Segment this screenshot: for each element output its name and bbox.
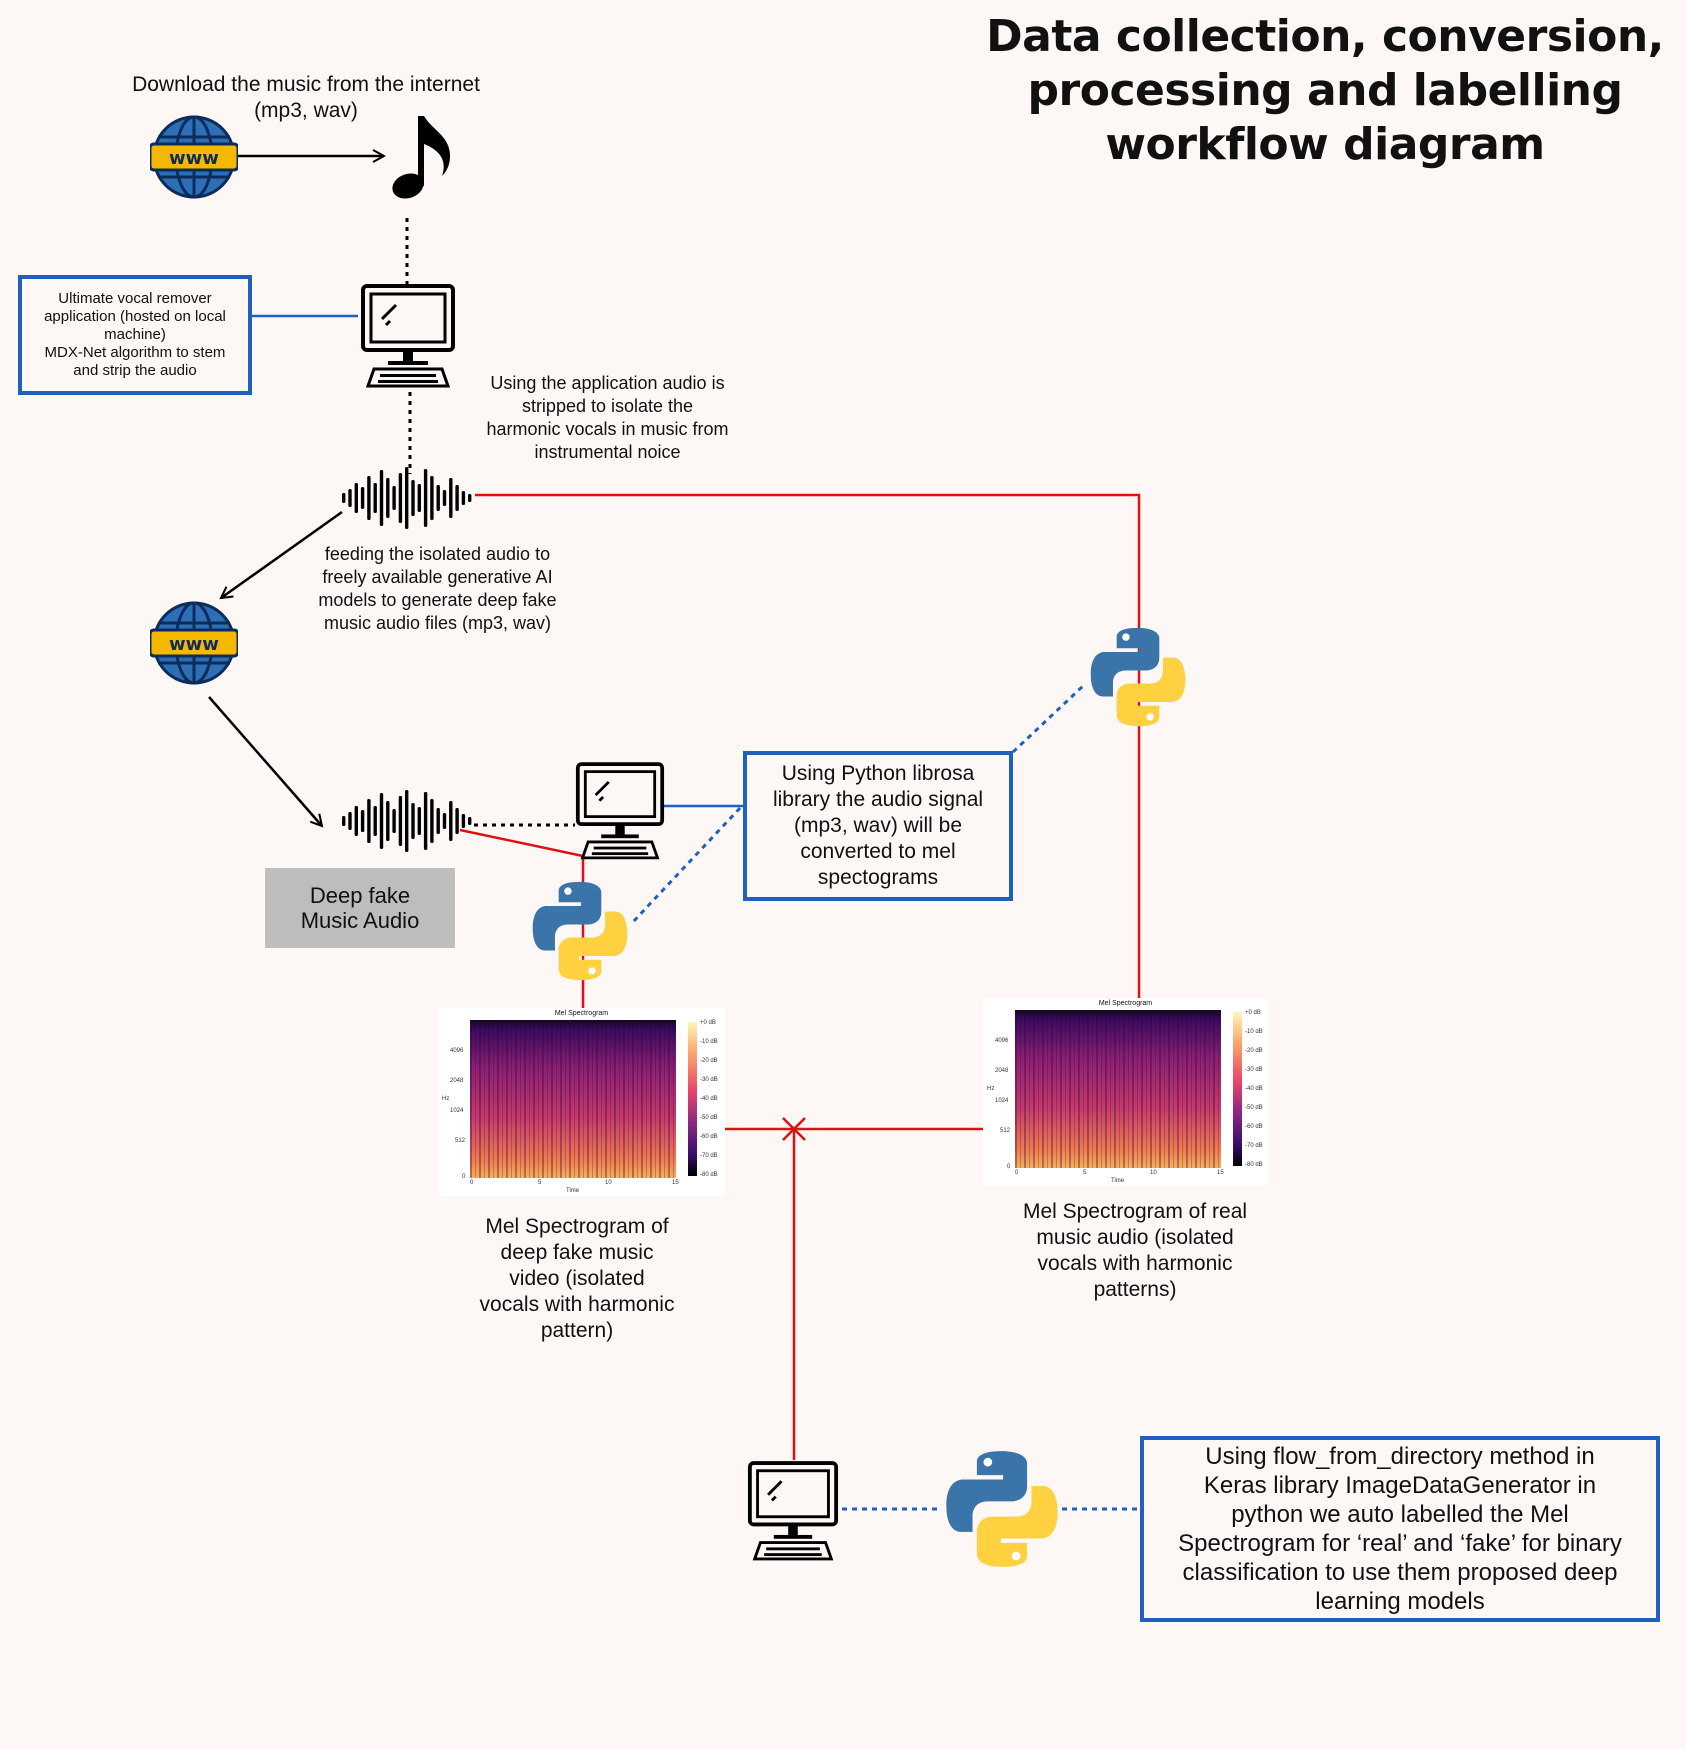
y-tick: 4096 [450, 1048, 464, 1054]
python-logo-icon [532, 881, 628, 981]
computer-icon [361, 284, 455, 388]
feeding-label: feeding the isolated audio to freely ava… [318, 544, 557, 633]
download-label: Download the music from the internet (mp… [132, 73, 480, 122]
y-tick: 0 [1007, 1164, 1011, 1170]
audio-waveform-icon [342, 790, 472, 852]
computer-icon [747, 1461, 839, 1561]
colorbar-tick: -60 dB [700, 1134, 718, 1140]
x-tick: 10 [605, 1180, 612, 1186]
python-logo-icon [1090, 627, 1186, 727]
x-axis-label: Time [1111, 1178, 1125, 1184]
fake-spectrogram-caption: Mel Spectrogram of deep fake music video… [479, 1215, 675, 1342]
colorbar-tick: -70 dB [700, 1153, 718, 1159]
colorbar-tick: -70 dB [1245, 1143, 1263, 1149]
x-tick: 15 [1217, 1170, 1224, 1176]
colorbar-tick: -50 dB [700, 1115, 718, 1121]
python-logo-icon [946, 1451, 1058, 1567]
strip-audio-label: Using the application audio is stripped … [486, 373, 729, 462]
y-axis-label: Hz [987, 1086, 995, 1092]
spectrogram-title: Mel Spectrogram [1098, 1000, 1153, 1007]
colorbar-tick: -10 dB [1245, 1029, 1263, 1035]
computer-icon [575, 762, 665, 860]
colorbar-tick: +0 dB [1245, 1010, 1261, 1016]
x-tick: 10 [1150, 1170, 1157, 1176]
colorbar-tick: -60 dB [1245, 1124, 1263, 1130]
x-tick: 0 [1015, 1170, 1019, 1176]
colorbar-tick: -40 dB [1245, 1086, 1263, 1092]
colorbar-tick: -80 dB [1245, 1162, 1263, 1168]
colorbar-tick: -80 dB [700, 1172, 718, 1178]
colorbar-tick: -20 dB [700, 1058, 718, 1064]
music-note-icon [392, 116, 450, 199]
y-tick: 512 [455, 1138, 466, 1144]
colorbar-tick: -30 dB [1245, 1067, 1263, 1073]
x-tick: 5 [538, 1180, 542, 1186]
deepfake-audio-label: Deep fake Music Audio [265, 868, 455, 948]
colorbar-tick: -20 dB [1245, 1048, 1263, 1054]
x-tick: 5 [1083, 1170, 1087, 1176]
colorbar-tick: -50 dB [1245, 1105, 1263, 1111]
page-title: Data collection, conversion, processing … [986, 11, 1664, 170]
x-tick: 0 [470, 1180, 474, 1186]
y-tick: 2048 [450, 1078, 464, 1084]
y-tick: 4096 [995, 1038, 1009, 1044]
colorbar-tick: -40 dB [700, 1096, 718, 1102]
y-tick: 0 [462, 1174, 466, 1180]
y-tick: 512 [1000, 1128, 1011, 1134]
keras-labelling-box: Using flow_from_directory method in Kera… [1140, 1436, 1660, 1622]
spectrogram-title: Mel Spectrogram [554, 1010, 609, 1017]
audio-waveform-icon [342, 467, 472, 529]
colorbar-tick: -10 dB [700, 1039, 718, 1045]
globe-icon: www [150, 115, 238, 199]
svg-text:www: www [169, 148, 219, 169]
globe-icon: www [150, 601, 238, 685]
real-spectrogram-caption: Mel Spectrogram of real music audio (iso… [1022, 1200, 1248, 1301]
real-mel-spectrogram: Mel Spectrogram 4096 2048 1024 512 0 Hz … [983, 998, 1268, 1186]
vocal-remover-box: Ultimate vocal remover application (host… [18, 275, 252, 395]
y-tick: 2048 [995, 1068, 1009, 1074]
y-tick: 1024 [450, 1108, 464, 1114]
svg-text:www: www [169, 634, 219, 655]
y-axis-label: Hz [442, 1096, 450, 1102]
x-axis-label: Time [566, 1188, 580, 1194]
y-tick: 1024 [995, 1098, 1009, 1104]
librosa-box: Using Python librosa library the audio s… [743, 751, 1013, 901]
colorbar-tick: +0 dB [700, 1020, 716, 1026]
fake-mel-spectrogram: Mel Spectrogram 4096 2048 1024 512 0 Hz … [438, 1008, 725, 1196]
x-tick: 15 [672, 1180, 679, 1186]
colorbar-tick: -30 dB [700, 1077, 718, 1083]
